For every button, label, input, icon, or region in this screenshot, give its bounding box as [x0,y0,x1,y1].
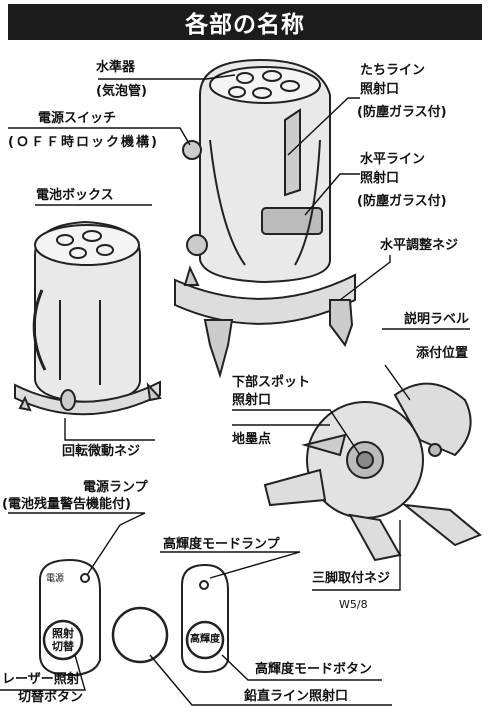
fine-rotation-label: 回転微動ネジ [62,444,141,459]
title-bar: 各部の名称 [8,4,482,40]
horizontal-window-sub-label: (防塵ガラス付) [357,194,447,209]
power-lamp-text: 電源 [46,574,65,584]
main-laser-unit [174,58,356,379]
page-title: 各部の名称 [185,12,305,38]
tripod-screw-label: 三脚取付ネジ [312,571,391,586]
bottom-spot-label: 下部スポット [232,375,311,390]
instruction-label-label: 説明ラベル [404,312,470,327]
callout-lines [0,74,470,706]
plumb-window-label: 鉛直ライン照射口 [244,689,349,704]
horizontal-window-label: 水平ライン [360,152,426,167]
level-vial-label: 水準器 [96,60,136,75]
hb-button-text: 高輝度 [190,634,220,645]
vertical-window-label: たちライン [360,63,426,78]
laser-switch-label-2: 切替ボタン [18,690,84,705]
level-vial-sub-label: (気泡管) [96,84,147,99]
hb-mode-button-label: 高輝度モードボタン [255,662,373,677]
bottom-spot-label-2: 照射口 [232,393,272,408]
power-lamp-sub-label: (電池残量警告機能付) [2,497,131,512]
leveling-screw-label: 水平調整ネジ [380,238,459,253]
hb-mode-lamp-label: 高輝度モードランプ [163,537,280,552]
instruction-label-label-2: 添付位置 [416,346,469,361]
battery-box-unit [14,220,162,416]
power-switch-sub-label: (ＯＦＦ時ロック機構) [8,135,159,150]
vertical-window-label-2: 照射口 [360,82,400,97]
horizontal-window-label-2: 照射口 [360,171,400,186]
power-switch-label: 電源スイッチ [38,111,117,126]
battery-box-label: 電池ボックス [36,188,114,203]
laser-switch-text-2: 切替 [52,640,74,653]
thread-size-label: W5/8 [339,598,368,611]
laser-switch-text-1: 照射 [52,627,74,640]
ground-mark-label: 地墨点 [232,432,272,447]
bottom-view-unit [263,382,482,562]
control-panel [39,558,229,677]
vertical-window-sub-label: (防塵ガラス付) [357,105,447,120]
power-lamp-label: 電源ランプ [83,480,148,495]
laser-switch-label: レーザー照射 [2,672,80,687]
